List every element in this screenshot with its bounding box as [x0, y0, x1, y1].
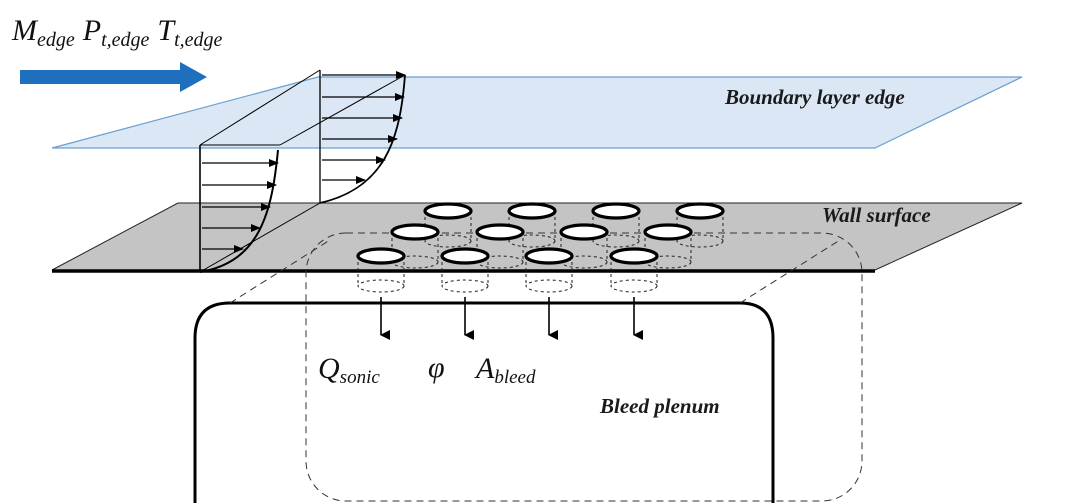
- bleed-plenum-label: Bleed plenum: [599, 394, 720, 418]
- bleed-hole: [643, 223, 693, 269]
- bleed-hole: [524, 247, 574, 293]
- pressure-subscript: t,edge: [101, 29, 149, 51]
- bleed-hole: [591, 202, 641, 248]
- wall-surface-label: Wall surface: [822, 203, 931, 227]
- bleed-hole: [475, 223, 525, 269]
- plenum-projection-left: [229, 239, 331, 304]
- bleed-hole: [609, 247, 659, 293]
- sonic-flow-coefficient-symbol: Q: [318, 352, 340, 385]
- arrow-right-icon: [20, 62, 207, 92]
- bleed-hole: [507, 202, 557, 248]
- arrow-down-icon: [380, 297, 643, 340]
- svg-text:Qsonic: Qsonic: [318, 352, 380, 388]
- boundary-layer-edge-label: Boundary layer edge: [724, 85, 905, 109]
- velocity-profile-back: [319, 70, 406, 204]
- bleed-area-subscript: bleed: [494, 367, 536, 388]
- bleed-parameters-label: Qsonic φ Ableed: [318, 351, 536, 388]
- bleed-hole-array: [356, 202, 725, 293]
- plenum-projection-right: [739, 239, 841, 304]
- bleed-region-outline: [305, 232, 863, 502]
- porosity-symbol: φ: [428, 351, 445, 384]
- bleed-hole: [559, 223, 609, 269]
- temperature-symbol: T: [157, 14, 176, 47]
- temperature-subscript: t,edge: [174, 29, 222, 51]
- bleed-hole: [440, 247, 490, 293]
- bleed-hole: [675, 202, 725, 248]
- mach-subscript: edge: [37, 29, 75, 51]
- bleed-plenum-box: [193, 301, 775, 503]
- profile-connector-top: [199, 69, 321, 146]
- boundary-layer-edge-plane: [51, 76, 1023, 149]
- profile-connector-edge: [279, 74, 406, 146]
- profile-connector-bottom: [199, 202, 321, 273]
- mach-symbol: M: [11, 14, 39, 47]
- bleed-area-symbol: A: [474, 352, 495, 385]
- svg-text:Ableed: Ableed: [474, 352, 536, 388]
- pressure-symbol: P: [82, 14, 101, 47]
- bleed-hole: [390, 223, 440, 269]
- bleed-hole: [356, 247, 406, 293]
- velocity-profile-front: [199, 144, 280, 273]
- sonic-flow-coefficient-subscript: sonic: [340, 367, 381, 388]
